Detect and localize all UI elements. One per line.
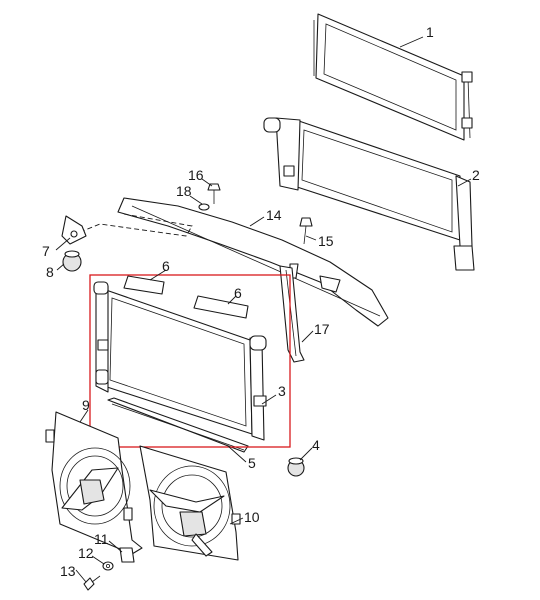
callout-16: 16 [188,167,204,183]
callout-10: 10 [244,509,260,525]
leader-lines [55,36,472,583]
callout-14: 14 [266,207,282,223]
callout-6-right: 6 [234,285,242,301]
right-fan-shroud [139,445,241,561]
lower-seal-5 [107,397,249,453]
bolt-16 [207,183,221,204]
upper-cross-member [117,197,389,327]
callout-18: 18 [176,183,192,199]
screw-13 [83,575,101,591]
callout-15: 15 [318,233,334,249]
callout-1: 1 [426,24,434,40]
mount-8 [62,250,82,272]
callout-13: 13 [60,563,76,579]
callout-9: 9 [82,397,90,413]
ac-condenser [313,13,473,141]
screw-15 [299,217,313,245]
callout-3: 3 [278,383,286,399]
foam-pad-6-right [193,295,249,319]
callout-17: 17 [314,321,330,337]
clip-11 [119,547,135,563]
callout-7: 7 [42,243,50,259]
grommet-4 [287,457,305,477]
side-seal-17 [279,265,305,363]
dashed-connection [79,213,193,237]
callout-6-left: 6 [162,258,170,274]
callout-5: 5 [248,455,256,471]
highlight-frame [89,274,291,448]
callout-12: 12 [78,545,94,561]
callout-11: 11 [94,531,109,547]
washer-18 [198,203,210,211]
callout-4: 4 [312,437,320,453]
callout-2: 2 [472,167,480,183]
radiator-core [263,117,475,271]
bracket-7 [61,215,87,245]
radiator-assembly [93,281,267,441]
foam-pad-6-left [123,275,165,295]
left-fan-shroud [45,411,143,555]
callout-8: 8 [46,264,54,280]
washer-12 [102,561,114,571]
